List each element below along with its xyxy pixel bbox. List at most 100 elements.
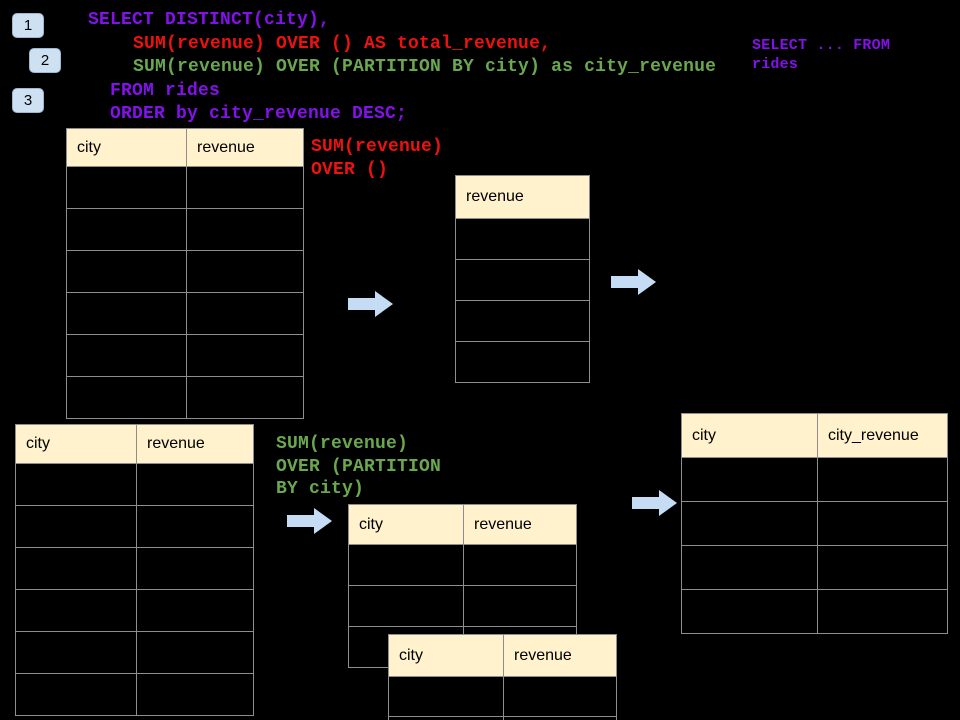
table-cell (463, 544, 577, 586)
sql-line-partition: SUM(revenue) OVER (PARTITION BY city) as… (133, 57, 717, 77)
table-cell (15, 589, 137, 632)
table-cell (503, 716, 617, 720)
table-cell (136, 589, 254, 632)
table-cell (455, 218, 590, 260)
table-row (388, 716, 617, 720)
table-result: city city_revenue (681, 413, 948, 634)
table-source-top: city revenue (66, 128, 304, 419)
table-row (455, 259, 590, 301)
table-header-row: city city_revenue (681, 413, 948, 458)
sql-line-order: ORDER by city_revenue DESC; (110, 104, 408, 124)
table-cell (463, 585, 577, 627)
sql-line-from: FROM rides (110, 80, 221, 101)
table-cell (66, 250, 187, 293)
table-cell (455, 259, 590, 301)
table-cell (136, 505, 254, 548)
column-header-revenue: revenue (136, 424, 254, 464)
table-cell (388, 716, 504, 720)
table-row (681, 457, 948, 502)
table-row (15, 547, 254, 590)
table-cell (503, 676, 617, 717)
sql-code-block: SELECT DISTINCT(city), SUM(revenue) OVER… (88, 9, 716, 127)
table-cell (348, 544, 464, 586)
column-header-city: city (15, 424, 137, 464)
table-total-revenue: revenue (455, 175, 590, 383)
table-row (455, 341, 590, 383)
table-row (388, 676, 617, 717)
table-row (681, 501, 948, 546)
table-cell (455, 300, 590, 342)
table-cell (15, 673, 137, 716)
label-sum-over-partition: SUM(revenue) OVER (PARTITION BY city) (276, 434, 442, 499)
label-sum-over-total: SUM(revenue) OVER () (311, 137, 444, 180)
arrow-right-icon (348, 291, 393, 317)
side-note-select-from: SELECT ... FROM rides (752, 37, 891, 73)
column-header-city: city (388, 634, 504, 677)
table-cell (15, 547, 137, 590)
table-cell (15, 631, 137, 674)
table-cell (66, 376, 187, 419)
table-row (348, 544, 577, 586)
table-cell (136, 631, 254, 674)
table-cell (186, 208, 304, 251)
table-source-bottom: city revenue (15, 424, 254, 716)
table-cell (15, 505, 137, 548)
table-cell (66, 208, 187, 251)
table-header-row: city revenue (66, 128, 304, 167)
table-cell (817, 545, 948, 590)
table-row (15, 673, 254, 716)
arrow-right-icon (287, 508, 332, 534)
table-cell (681, 501, 818, 546)
table-row (455, 300, 590, 342)
column-header-revenue: revenue (455, 175, 590, 219)
table-cell (136, 673, 254, 716)
step-badge-1: 1 (12, 13, 44, 38)
table-cell (136, 547, 254, 590)
table-row (348, 585, 577, 627)
table-row (15, 505, 254, 548)
table-cell (681, 457, 818, 502)
step-badge-2: 2 (29, 48, 61, 73)
table-cell (681, 589, 818, 634)
step-badge-3: 3 (12, 88, 44, 113)
table-cell (186, 292, 304, 335)
table-row (15, 631, 254, 674)
column-header-city: city (348, 504, 464, 545)
table-cell (186, 250, 304, 293)
table-row (681, 589, 948, 634)
table-row (66, 250, 304, 293)
table-row (15, 589, 254, 632)
table-cell (817, 589, 948, 634)
table-cell (136, 463, 254, 506)
table-row (66, 292, 304, 335)
table-row (66, 376, 304, 419)
arrow-right-icon (611, 269, 656, 295)
table-cell (455, 341, 590, 383)
table-row (15, 463, 254, 506)
table-partition-b: city revenue (388, 634, 617, 720)
arrow-right-icon (632, 490, 677, 516)
table-cell (348, 585, 464, 627)
table-cell (66, 292, 187, 335)
table-header-row: city revenue (15, 424, 254, 464)
table-cell (15, 463, 137, 506)
table-cell (66, 334, 187, 377)
table-cell (186, 376, 304, 419)
table-cell (681, 545, 818, 590)
table-cell (817, 457, 948, 502)
column-header-city: city (681, 413, 818, 458)
column-header-revenue: revenue (186, 128, 304, 167)
table-row (66, 166, 304, 209)
table-cell (66, 166, 187, 209)
sql-line-select: SELECT DISTINCT(city), (88, 10, 331, 30)
sql-line-total: SUM(revenue) OVER () AS total_revenue, (133, 33, 552, 54)
table-header-row: city revenue (348, 504, 577, 545)
table-header-row: revenue (455, 175, 590, 219)
table-cell (388, 676, 504, 717)
table-row (455, 218, 590, 260)
column-header-revenue: revenue (503, 634, 617, 677)
column-header-city: city (66, 128, 187, 167)
table-row (66, 334, 304, 377)
table-cell (817, 501, 948, 546)
